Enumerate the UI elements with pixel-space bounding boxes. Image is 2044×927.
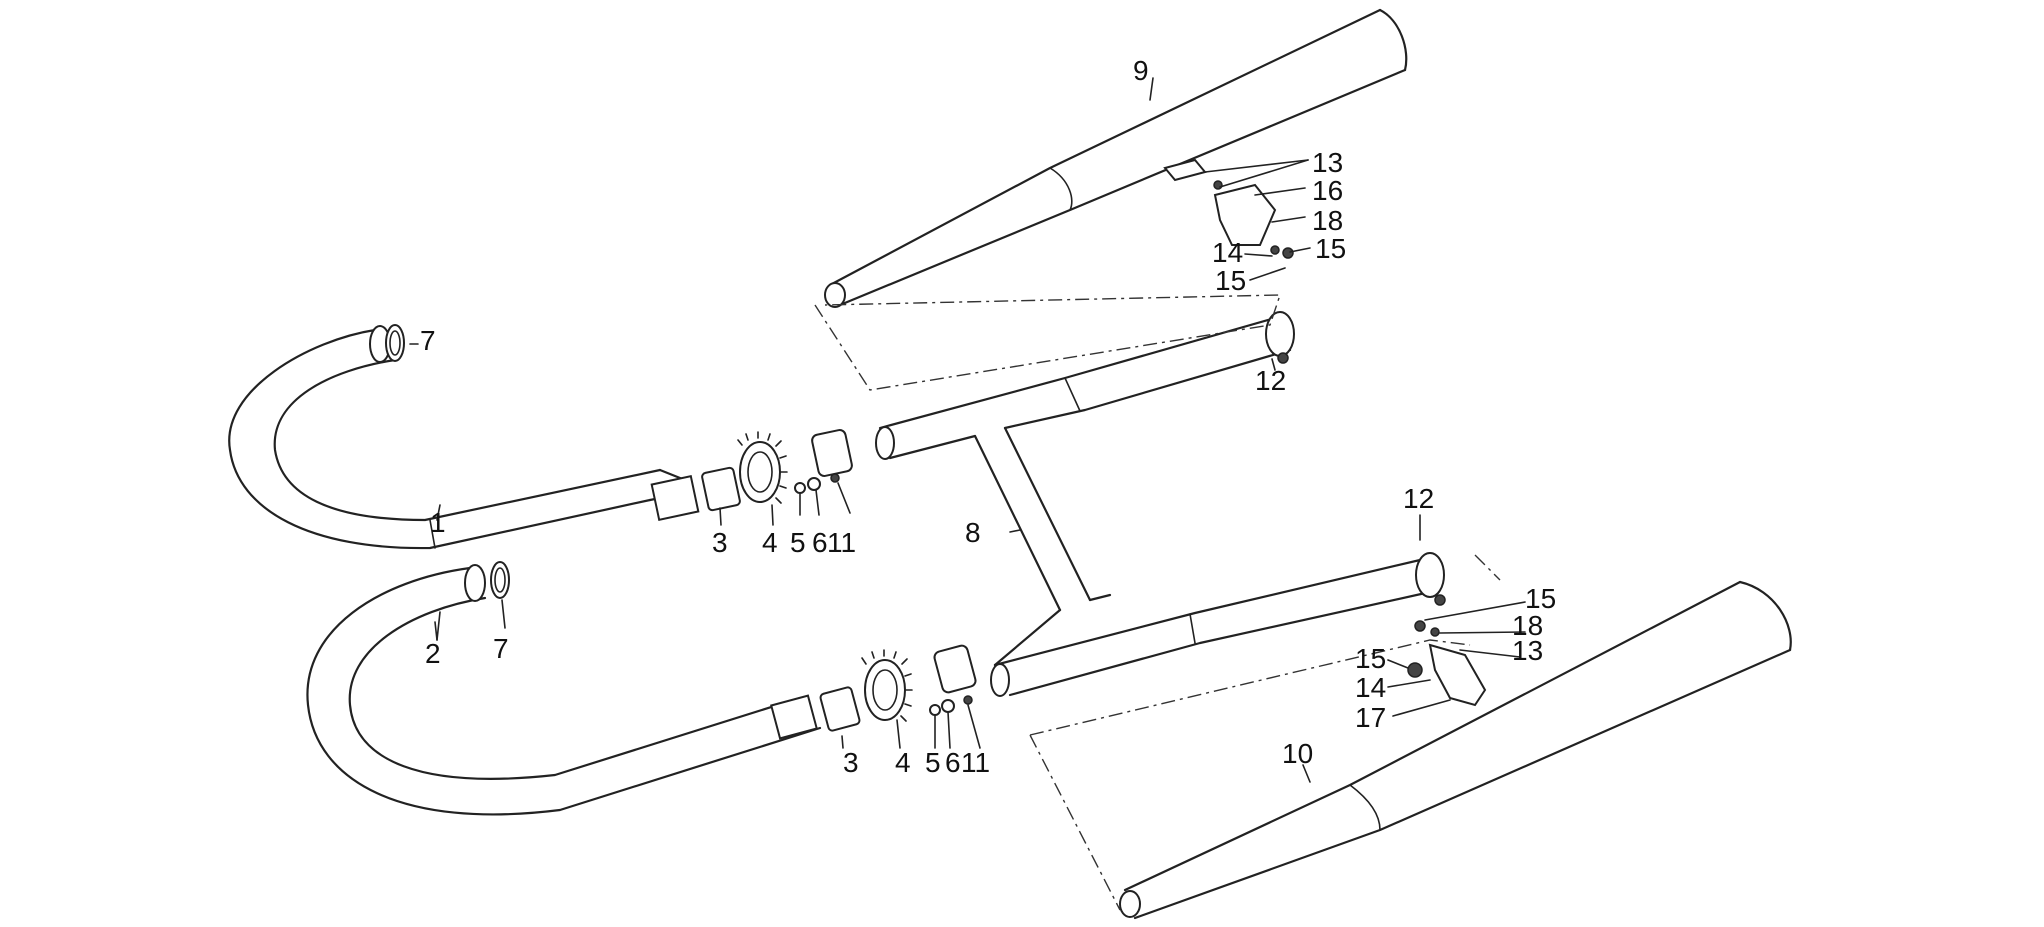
label-part-4-lower: 4 (895, 747, 911, 778)
leader-lines (409, 77, 1526, 783)
label-part-16: 16 (1312, 175, 1343, 206)
bracket-17 (1428, 643, 1487, 707)
washer-5-upper (794, 482, 806, 494)
label-part-13-lower: 13 (1512, 635, 1543, 666)
label-part-3-lower: 3 (843, 747, 859, 778)
label-part-3-upper: 3 (712, 527, 728, 558)
label-part-15-upper-right: 15 (1315, 233, 1346, 264)
nut-6-upper (807, 477, 821, 491)
label-part-17: 17 (1355, 702, 1386, 733)
label-part-5-upper: 5 (790, 527, 806, 558)
sleeve-3-lower (819, 686, 861, 732)
seal-ring-upper (385, 324, 405, 362)
crossover-lower-end (990, 663, 1010, 697)
label-part-7-upper: 7 (420, 325, 436, 356)
label-part-2: 2 (425, 638, 441, 669)
washer-5-lower (929, 704, 941, 716)
label-part-11-upper: 11 (827, 527, 856, 558)
label-part-8: 8 (965, 517, 981, 548)
label-part-14-lower: 14 (1355, 672, 1386, 703)
sleeve-3-upper (701, 466, 741, 512)
label-part-5-lower: 5 (925, 747, 941, 778)
label-part-11-lower: 11 (961, 747, 990, 778)
label-part-15-lower-right: 15 (1525, 583, 1556, 614)
header-pipe-1 (228, 325, 700, 550)
bracket-16 (1213, 183, 1277, 246)
part-labels: 1 2 3 3 4 4 5 5 6 6 7 7 8 9 10 11 11 12 … (420, 55, 1556, 778)
label-part-15-lower-left: 15 (1355, 643, 1386, 674)
label-part-7-lower: 7 (493, 633, 509, 664)
alignment-line-upper (814, 294, 1281, 391)
crossover-upper-end (875, 426, 895, 460)
silencer-10 (1119, 580, 1792, 920)
header-pipe-2 (306, 564, 822, 816)
label-part-13-upper: 13 (1312, 147, 1343, 178)
ring-nut-4-upper (737, 431, 788, 504)
label-part-12-upper: 12 (1255, 365, 1286, 396)
clamp-12-lower (1415, 552, 1446, 606)
bracket-plate-upper (1163, 158, 1207, 182)
label-part-6-lower: 6 (945, 747, 961, 778)
seal-ring-lower (490, 561, 510, 599)
label-part-12-lower: 12 (1403, 483, 1434, 514)
label-part-4-upper: 4 (762, 527, 778, 558)
bracket-assembly-upper (1163, 158, 1294, 259)
label-part-18-upper: 18 (1312, 205, 1343, 236)
clamp-11-lower (933, 644, 977, 705)
ring-nut-4-lower (861, 649, 913, 722)
clamp-11-upper (811, 429, 853, 483)
nut-6-lower (941, 699, 955, 713)
bracket-assembly-lower (1407, 620, 1487, 707)
label-part-18-lower: 18 (1512, 610, 1543, 641)
label-part-10: 10 (1282, 738, 1313, 769)
label-part-15-upper-left: 15 (1215, 265, 1246, 296)
label-part-14-upper: 14 (1212, 237, 1243, 268)
label-part-6-upper: 6 (812, 527, 828, 558)
label-part-9: 9 (1133, 55, 1149, 86)
pipe-end-2 (464, 564, 486, 602)
clamp-12-upper (1265, 311, 1295, 364)
crossover-pipe-8 (875, 316, 1432, 697)
alignment-line-lower (1029, 554, 1501, 911)
label-part-1: 1 (430, 507, 446, 538)
silencer-9 (824, 8, 1408, 308)
